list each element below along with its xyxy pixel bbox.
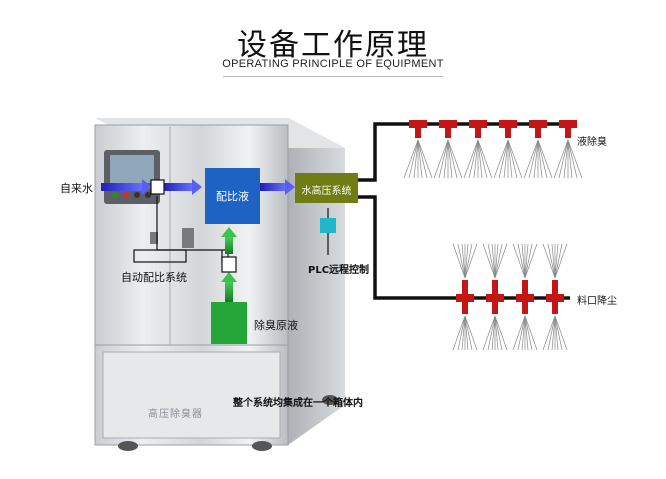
spray-nozzle-down	[553, 120, 583, 179]
liquid-deodorize-label: 液除臭	[577, 137, 607, 148]
deodorant-box	[211, 302, 247, 344]
deodorant-label: 除臭原液	[254, 319, 298, 332]
up-arrow-lower	[221, 272, 237, 302]
up-arrow-upper	[221, 227, 237, 254]
page-title: 设备工作原理	[237, 28, 429, 63]
spray-nozzle-down	[493, 120, 523, 179]
tap-water-arrow	[101, 179, 152, 195]
to-mixing-arrow	[163, 179, 202, 195]
lower-nozzle-group	[452, 243, 568, 351]
spray-nozzle-updown	[512, 243, 538, 351]
spray-nozzle-updown	[452, 243, 478, 351]
mixing-label: 配比液	[216, 190, 249, 203]
dust-suppression-label: 料口降尘	[577, 296, 617, 307]
spray-nozzle-down	[523, 120, 553, 179]
page-subtitle: OPERATING PRINCIPLE OF EQUIPMENT	[222, 58, 444, 70]
spray-nozzle-down	[403, 120, 433, 179]
to-pressure-arrow	[260, 179, 295, 195]
upper-nozzle-group	[403, 120, 583, 179]
junction-ratio	[221, 256, 237, 273]
high-pressure-label: 水高压系统	[301, 186, 352, 197]
title-underline	[223, 76, 443, 77]
spray-nozzle-updown	[542, 243, 568, 351]
cabinet-nameplate: 高压除臭器	[148, 409, 203, 420]
mixing-box	[205, 168, 260, 224]
flow-lines	[156, 196, 329, 262]
spray-nozzle-updown	[482, 243, 508, 351]
junction-tap	[150, 179, 165, 195]
spray-nozzle-down	[463, 120, 493, 179]
tap-water-label: 自来水	[60, 182, 93, 195]
plc-label: PLC远程控制	[308, 265, 370, 276]
integration-note: 整个系统均集成在一个箱体内	[233, 398, 363, 409]
auto-ratio-label: 自动配比系统	[121, 271, 187, 284]
high-pressure-box	[295, 173, 358, 203]
spray-nozzle-down	[433, 120, 463, 179]
auto-ratio-frame	[133, 249, 187, 263]
plc-box	[320, 218, 336, 233]
